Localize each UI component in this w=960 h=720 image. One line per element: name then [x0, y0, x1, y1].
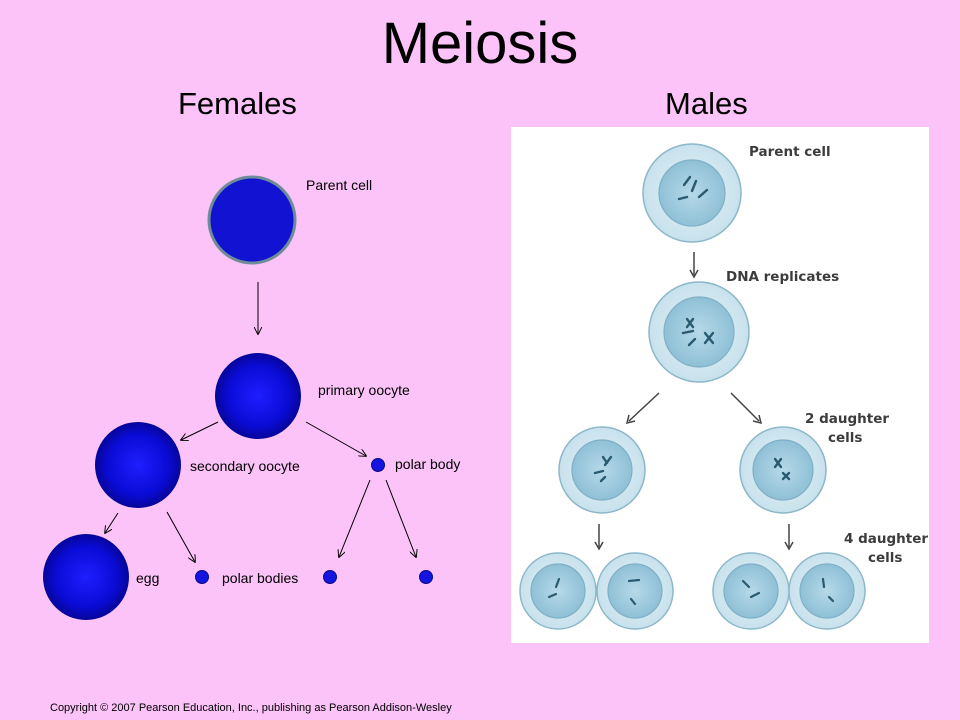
- granddaughter-cell-1: [519, 552, 597, 630]
- four-daughter-label-line1: 4 daughter: [844, 531, 928, 547]
- replicated-cell: [648, 281, 750, 383]
- granddaughter-cell-4: [788, 552, 866, 630]
- secondary-oocyte-label: secondary oocyte: [190, 458, 300, 474]
- female-parent-cell: [207, 175, 297, 265]
- granddaughter-cell-3: [712, 552, 790, 630]
- polar-body-1: [195, 570, 209, 584]
- arrow-primary-to-secondary: [181, 421, 219, 440]
- arrow-to-left-daughter: [628, 392, 660, 422]
- primary-oocyte-label: primary oocyte: [318, 382, 410, 398]
- female-parent-cell-label: Parent cell: [306, 177, 372, 193]
- daughter-cell-right: [739, 426, 827, 514]
- daughter-cell-left: [558, 426, 646, 514]
- arrow-polar-body-right: [385, 479, 416, 557]
- males-heading: Males: [665, 86, 748, 121]
- male-parent-cell-label: Parent cell: [749, 144, 831, 160]
- secondary-oocyte: [95, 422, 181, 508]
- egg-cell: [43, 534, 129, 620]
- polar-body-3: [419, 570, 433, 584]
- polar-body-2: [323, 570, 337, 584]
- male-meiosis-panel: Parent cell DNA replicates 2 daughter ce…: [511, 127, 929, 643]
- slide-title: Meiosis: [381, 11, 579, 76]
- four-daughter-label-line2: cells: [868, 550, 902, 566]
- arrow-secondary-to-polar-body: [166, 511, 195, 562]
- first-polar-body: [371, 458, 385, 472]
- polar-body-label: polar body: [395, 456, 460, 472]
- male-meiosis-diagram: Parent cell DNA replicates 2 daughter ce…: [519, 143, 928, 630]
- polar-bodies-label: polar bodies: [222, 570, 298, 586]
- females-heading: Females: [178, 86, 297, 121]
- female-meiosis-diagram: Parent cell primary oocyte secondary ooc…: [43, 175, 460, 620]
- two-daughter-label-line2: cells: [828, 430, 862, 446]
- arrow-primary-to-polar-body: [305, 421, 366, 456]
- two-daughter-label-line1: 2 daughter: [805, 411, 889, 427]
- egg-label: egg: [136, 570, 159, 586]
- arrow-secondary-to-egg: [105, 512, 119, 533]
- arrow-polar-body-left: [339, 479, 371, 557]
- granddaughter-cell-2: [596, 552, 674, 630]
- copyright-footer: Copyright © 2007 Pearson Education, Inc.…: [50, 702, 452, 714]
- arrow-to-right-daughter: [730, 392, 760, 422]
- primary-oocyte: [215, 353, 301, 439]
- male-parent-cell: [642, 143, 742, 243]
- dna-replicates-label: DNA replicates: [726, 269, 839, 285]
